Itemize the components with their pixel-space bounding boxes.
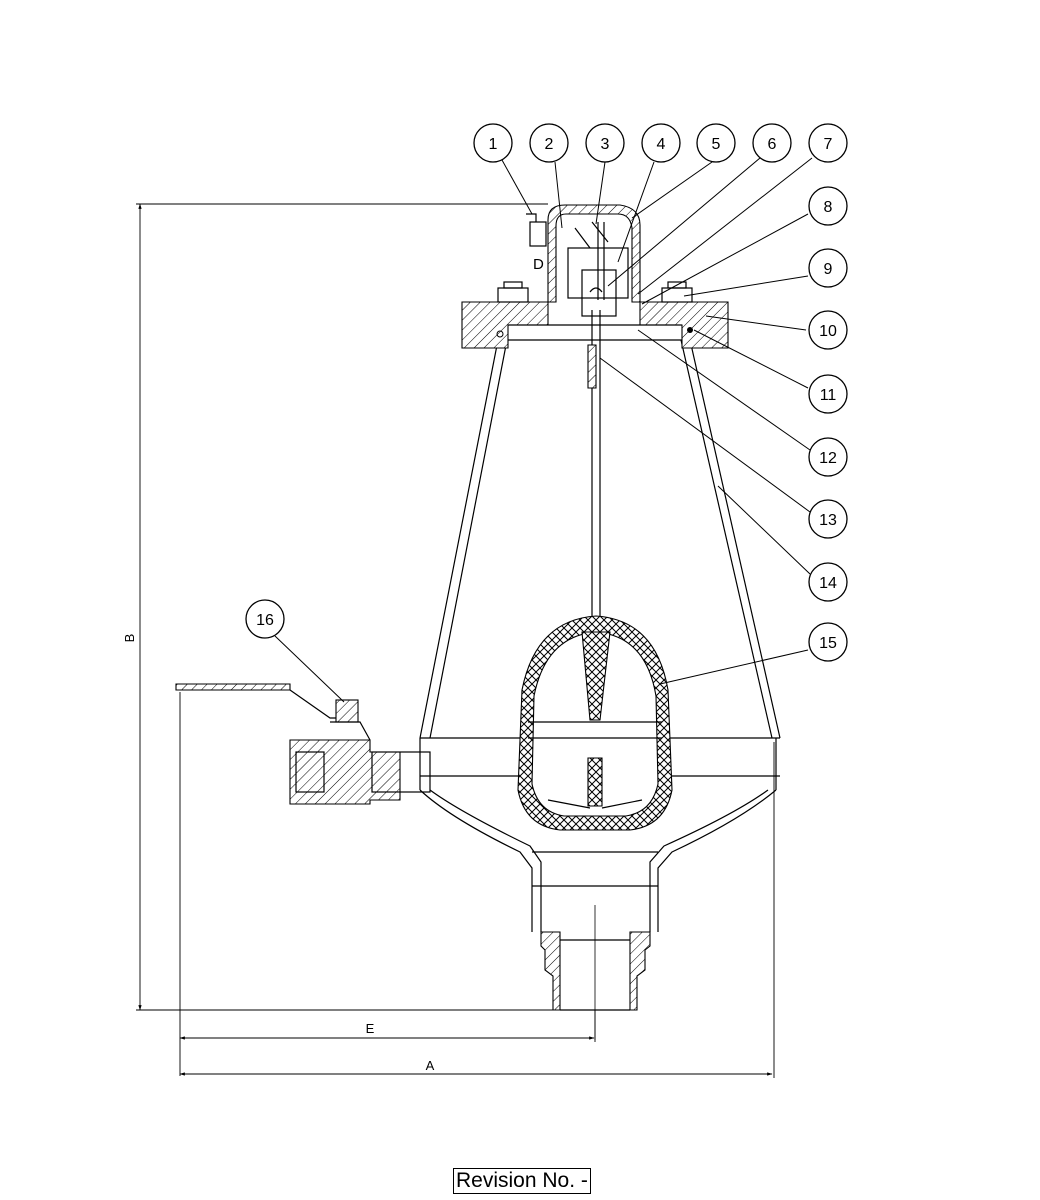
balloon-6: 6: [752, 123, 792, 163]
balloon-9: 9: [808, 248, 848, 288]
balloon-4: 4: [641, 123, 681, 163]
svg-text:3: 3: [601, 136, 610, 153]
svg-text:8: 8: [824, 199, 833, 216]
balloon-3: 3: [585, 123, 625, 163]
svg-text:12: 12: [819, 450, 837, 467]
balloon-11: 11: [808, 374, 848, 414]
dimension-e-label: E: [366, 1021, 375, 1036]
svg-text:16: 16: [256, 612, 274, 629]
balloon-7: 7: [808, 123, 848, 163]
leader-lines: [274, 157, 813, 703]
balloon-10: 10: [808, 310, 848, 350]
balloon-2: 2: [529, 123, 569, 163]
balloon-13: 13: [808, 499, 848, 539]
svg-text:2: 2: [545, 136, 554, 153]
valve-body-cone: [419, 339, 781, 1040]
revision-label: Revision No. -: [453, 1168, 591, 1194]
ball-valve: [175, 683, 431, 805]
svg-text:13: 13: [819, 512, 837, 529]
part-balloons: 1 2 3 4 5 6 7 8 9 10 11: [245, 123, 848, 662]
dimension-a-label: A: [426, 1058, 435, 1073]
float-stem: [587, 287, 603, 622]
balloon-8: 8: [808, 186, 848, 226]
top-housing: [526, 204, 641, 317]
detail-d-label: D: [533, 256, 544, 273]
svg-text:10: 10: [819, 323, 837, 340]
svg-text:6: 6: [768, 136, 777, 153]
svg-text:14: 14: [819, 575, 837, 592]
svg-text:4: 4: [657, 136, 666, 153]
dimension-lines: [136, 203, 775, 1078]
svg-text:5: 5: [712, 136, 721, 153]
svg-text:11: 11: [820, 387, 837, 404]
svg-text:1: 1: [489, 136, 498, 153]
cover-flange: [461, 281, 729, 349]
balloon-16: 16: [245, 599, 285, 639]
balloon-1: 1: [473, 123, 513, 163]
dimension-b-label: B: [122, 634, 137, 643]
svg-text:15: 15: [819, 635, 837, 652]
float: [517, 615, 673, 831]
balloon-5: 5: [696, 123, 736, 163]
svg-text:7: 7: [824, 136, 833, 153]
balloon-14: 14: [808, 562, 848, 602]
svg-text:9: 9: [824, 261, 833, 278]
balloon-12: 12: [808, 437, 848, 477]
balloon-15: 15: [808, 622, 848, 662]
